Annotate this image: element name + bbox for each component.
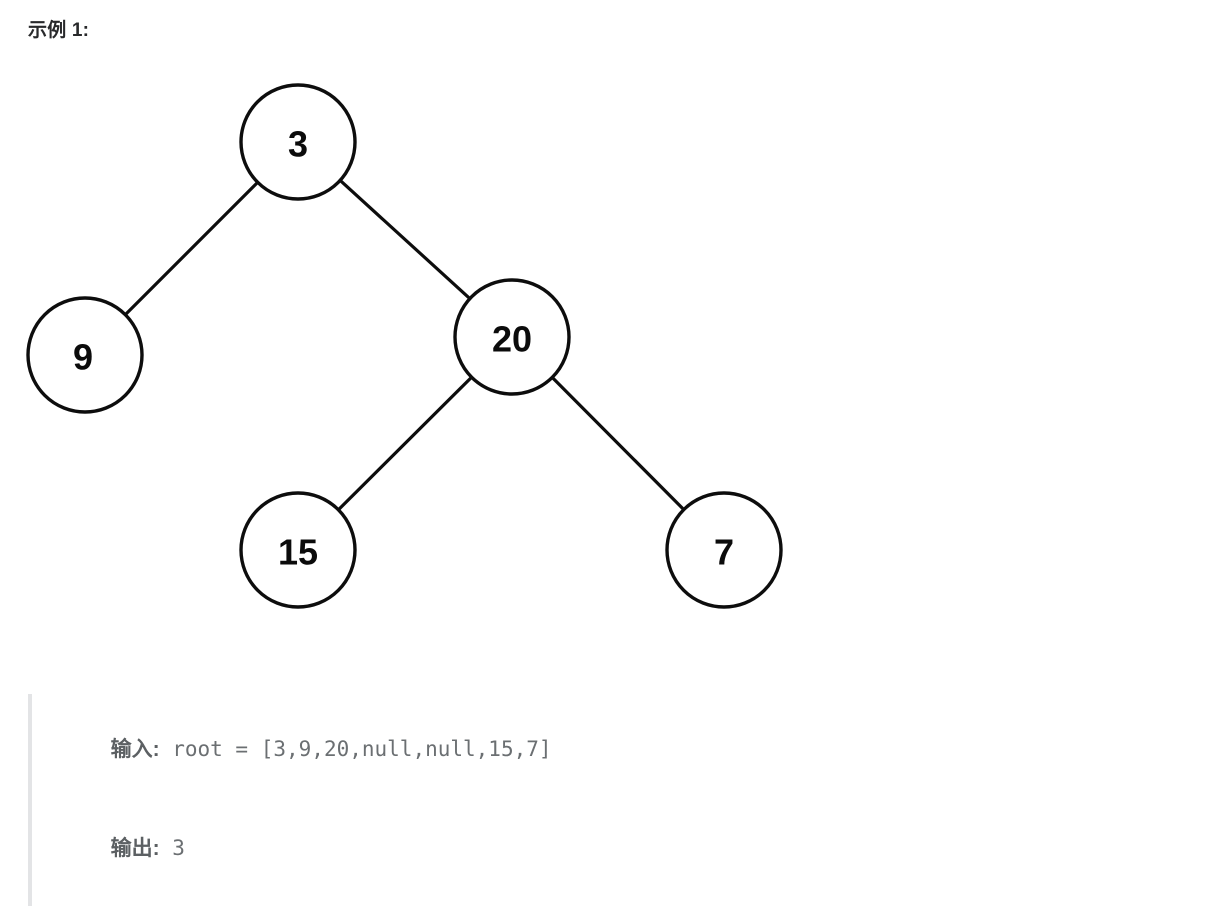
output-value: 3 <box>159 836 185 860</box>
tree-node-label: 15 <box>278 532 318 573</box>
tree-node: 7 <box>665 491 783 609</box>
binary-tree-figure: 3 9 20 15 7 <box>0 60 900 660</box>
tree-node: 3 <box>239 83 357 201</box>
tree-edge <box>336 374 474 513</box>
tree-node-circle <box>239 491 357 609</box>
output-label: 输出: <box>110 837 160 860</box>
tree-edge <box>122 179 261 318</box>
tree-node-label: 20 <box>492 319 532 360</box>
input-value: root = [3,9,20,null,null,15,7] <box>159 737 552 761</box>
tree-node-circle <box>239 83 357 201</box>
tree-node-label: 9 <box>73 337 93 378</box>
tree-node: 20 <box>453 278 571 396</box>
tree-nodes: 3 9 20 15 7 <box>26 83 783 609</box>
tree-node: 9 <box>26 296 144 414</box>
tree-edges <box>122 178 687 513</box>
code-line-input: 输入: root = [3,9,20,null,null,15,7] <box>60 700 1128 799</box>
tree-node-label: 3 <box>288 124 308 165</box>
example-code-block: 输入: root = [3,9,20,null,null,15,7] 输出: 3 <box>28 694 1128 906</box>
tree-node-circle <box>453 278 571 396</box>
tree-edge <box>549 375 687 512</box>
tree-edge <box>337 178 473 301</box>
tree-svg: 3 9 20 15 7 <box>26 83 783 609</box>
tree-node-circle <box>665 491 783 609</box>
code-line-output: 输出: 3 <box>60 799 1128 898</box>
tree-node-circle <box>26 296 144 414</box>
tree-node-label: 7 <box>714 532 734 573</box>
input-label: 输入: <box>110 738 160 761</box>
page-title: 示例 1: <box>28 20 90 41</box>
tree-node: 15 <box>239 491 357 609</box>
